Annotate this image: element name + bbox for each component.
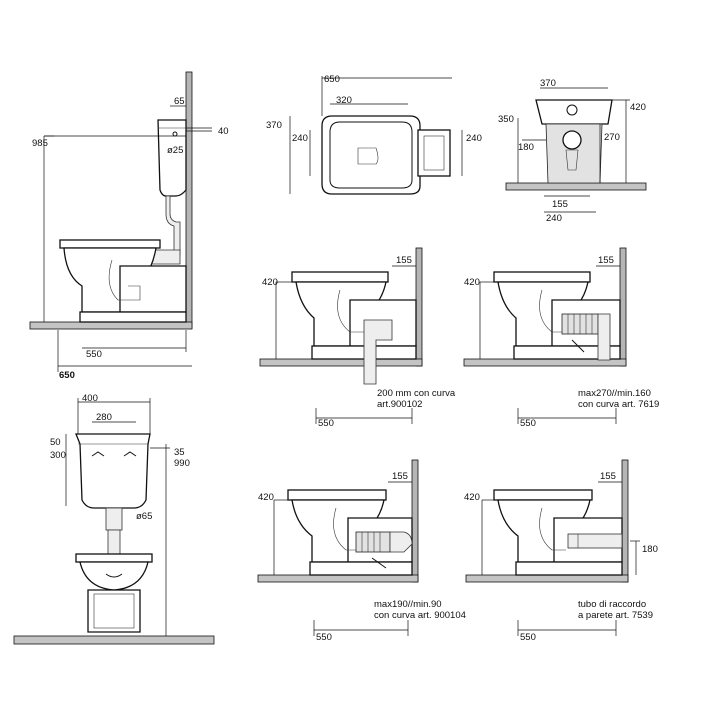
dim-400: 400	[82, 393, 98, 404]
dim-180: 180	[518, 142, 534, 153]
pipe	[363, 319, 393, 385]
dim-240: 240	[546, 213, 562, 224]
dim-420: 420	[262, 277, 278, 288]
floor	[29, 321, 193, 330]
note-line-2: con curva art. 900104	[374, 610, 466, 621]
wall	[415, 247, 423, 367]
installation-variant-c: 420 155 550 max190//min.90 con curva art…	[257, 459, 466, 643]
wall	[619, 247, 627, 367]
dim-350: 350	[498, 114, 514, 125]
wall	[411, 459, 419, 583]
dim-155: 155	[392, 471, 408, 482]
floor	[13, 635, 215, 645]
dim-240-left: 240	[292, 133, 308, 144]
dim-35: 35	[174, 447, 185, 458]
dim-155: 155	[598, 255, 614, 266]
dim-320: 320	[336, 95, 352, 106]
floor	[505, 182, 647, 191]
seat	[287, 489, 387, 501]
flexible-connector	[355, 531, 391, 553]
wall-connector-pipe	[567, 533, 623, 549]
pedestal	[87, 589, 141, 633]
front-view: 370 420 350 270 180 155 240	[498, 78, 647, 224]
dim-990: 990	[174, 458, 190, 469]
installation-variant-b: 420 155 550 max270//min.160 con curva ar…	[463, 247, 659, 429]
note-line-1: max270//min.160	[578, 388, 651, 399]
dim-65: 65	[174, 96, 185, 107]
cistern-top	[417, 129, 451, 177]
bowl-rim	[535, 99, 613, 125]
dim-550: 550	[86, 349, 102, 360]
seat	[75, 553, 153, 563]
seat	[493, 489, 593, 501]
dim-550: 550	[520, 632, 536, 643]
installation-variant-a: 420 155 550 200 mm con curva art.900102	[259, 247, 456, 429]
dim-420: 420	[630, 102, 646, 113]
floor	[259, 358, 423, 367]
dim-370: 370	[266, 120, 282, 131]
bowl-base	[119, 265, 187, 313]
dim-300: 300	[50, 450, 66, 461]
dim-420: 420	[464, 492, 480, 503]
note-line-2: art.900102	[377, 399, 422, 410]
bowl-outline	[321, 115, 421, 195]
dim-370: 370	[540, 78, 556, 89]
dim-50: 50	[50, 437, 61, 448]
dim-dia25: ø25	[167, 145, 183, 156]
dim-420: 420	[464, 277, 480, 288]
cistern	[157, 119, 187, 197]
flush-pipe	[165, 195, 181, 256]
note-line-1: 200 mm con curva	[377, 388, 456, 399]
seat	[493, 271, 591, 283]
dim-155: 155	[396, 255, 412, 266]
dim-550: 550	[318, 418, 334, 429]
dim-270: 270	[604, 132, 620, 143]
floor	[257, 574, 419, 583]
dim-dia65: ø65	[136, 511, 152, 522]
dim-985: 985	[32, 138, 48, 149]
dim-280: 280	[96, 412, 112, 423]
dim-550: 550	[520, 418, 536, 429]
floor	[465, 574, 629, 583]
dim-550: 550	[316, 632, 332, 643]
dim-40: 40	[218, 126, 229, 137]
dim-155: 155	[552, 199, 568, 210]
note-line-1: tubo di raccordo	[578, 599, 646, 610]
installation-variant-d: 420 155 180 550 tubo di raccordo a paret…	[464, 459, 658, 643]
dim-155: 155	[600, 471, 616, 482]
side-view-high-cistern: 65 40 985 ø25 550 650	[29, 71, 229, 381]
note-line-1: max190//min.90	[374, 599, 442, 610]
wall	[185, 71, 193, 329]
cistern	[75, 433, 151, 509]
note-line-2: con curva art. 7619	[578, 399, 659, 410]
top-view: 650 320 370 240 240	[266, 74, 482, 195]
dim-180: 180	[642, 544, 658, 555]
dim-650: 650	[324, 74, 340, 85]
wall	[621, 459, 629, 583]
seat	[59, 239, 161, 249]
dim-650: 650	[59, 370, 75, 381]
cistern-front-view: 400 280 50 300 35 990 ø65	[13, 393, 215, 645]
note-line-2: a parete art. 7539	[578, 610, 653, 621]
bowl	[79, 561, 149, 591]
seat	[291, 271, 389, 283]
dim-240-right: 240	[466, 133, 482, 144]
dim-420: 420	[258, 492, 274, 503]
